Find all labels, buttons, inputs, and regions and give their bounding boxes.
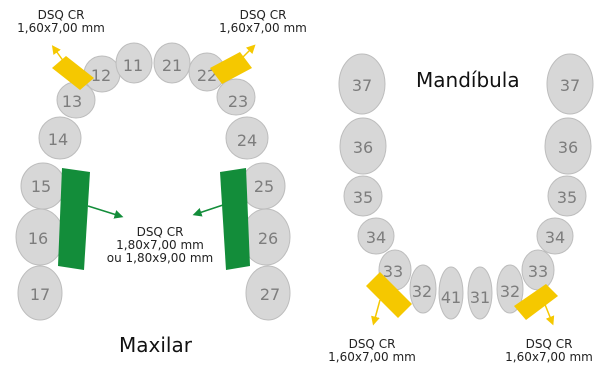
tooth-37: 37	[546, 53, 594, 115]
mandibula-title: Mandíbula	[416, 68, 520, 92]
mandibula-markers	[366, 272, 558, 326]
svg-text:36: 36	[558, 138, 578, 157]
tooth-27: 27	[245, 265, 291, 321]
tooth-21: 21	[153, 42, 191, 84]
tooth-25: 25	[240, 162, 286, 210]
yellow-marker-left	[52, 56, 94, 90]
svg-text:17: 17	[30, 285, 50, 304]
svg-text:31: 31	[470, 288, 490, 307]
arrow-bottom-right	[543, 301, 555, 326]
arrow-green-left	[87, 205, 124, 219]
svg-text:12: 12	[91, 66, 111, 85]
tooth-45: 35	[343, 175, 383, 217]
green-marker-left	[58, 168, 90, 270]
svg-text:32: 32	[412, 282, 432, 301]
label-line: DSQ CR	[37, 8, 85, 22]
label-line: DSQ CR	[136, 225, 184, 239]
maxilar-arch: 17 16 15 14 13 12 11 21 22 23 24 25 26 2…	[15, 42, 291, 321]
label-bottom-right: DSQ CR 1,60x7,00 mm	[494, 338, 604, 364]
svg-text:23: 23	[228, 92, 248, 111]
label-center: DSQ CR 1,80x7,00 mm ou 1,80x9,00 mm	[100, 226, 220, 265]
tooth-35: 35	[547, 175, 587, 217]
tooth-24: 24	[225, 116, 269, 160]
svg-text:34: 34	[545, 228, 565, 247]
svg-text:15: 15	[31, 177, 51, 196]
tooth-11: 11	[115, 42, 153, 84]
tooth-17: 17	[17, 265, 63, 321]
label-line: 1,60x7,00 mm	[328, 350, 416, 364]
tooth-46: 36	[339, 117, 387, 175]
label-line: DSQ CR	[525, 337, 573, 351]
svg-text:11: 11	[123, 56, 143, 75]
svg-text:33: 33	[528, 262, 548, 281]
tooth-31: 31	[467, 266, 493, 320]
label-line: 1,60x7,00 mm	[505, 350, 593, 364]
label-line: DSQ CR	[348, 337, 396, 351]
svg-text:36: 36	[353, 138, 373, 157]
tooth-16: 16	[15, 208, 65, 266]
tooth-47: 37	[338, 53, 386, 115]
tooth-33: 33	[521, 249, 555, 291]
arrow-green-right	[192, 203, 227, 217]
svg-text:34: 34	[366, 228, 386, 247]
svg-text:21: 21	[162, 56, 182, 75]
svg-text:26: 26	[258, 229, 278, 248]
label-line: 1,60x7,00 mm	[219, 21, 307, 35]
svg-text:37: 37	[352, 76, 372, 95]
maxilar-markers	[51, 44, 256, 270]
svg-text:25: 25	[254, 177, 274, 196]
svg-text:32: 32	[500, 282, 520, 301]
svg-text:27: 27	[260, 285, 280, 304]
label-line: DSQ CR	[239, 8, 287, 22]
tooth-15: 15	[20, 162, 66, 210]
svg-text:33: 33	[383, 262, 403, 281]
svg-text:13: 13	[62, 92, 82, 111]
arrow-top-right	[239, 44, 256, 61]
svg-text:41: 41	[441, 288, 461, 307]
label-line: 1,60x7,00 mm	[17, 21, 105, 35]
yellow-marker-bottom-right	[514, 284, 558, 320]
yellow-marker-bottom-left	[366, 272, 412, 318]
maxilar-title: Maxilar	[119, 333, 192, 357]
tooth-34: 34	[536, 217, 574, 255]
arrow-bottom-left	[371, 299, 381, 326]
svg-text:24: 24	[237, 131, 257, 150]
tooth-13: 13	[56, 81, 96, 119]
yellow-marker-right	[210, 52, 252, 84]
svg-text:16: 16	[28, 229, 48, 248]
green-marker-right	[220, 168, 250, 270]
mandibula-arch: 37 36 35 34 33 32 41 31 32 33 34 35 36 3…	[338, 53, 594, 320]
label-line: ou 1,80x9,00 mm	[106, 251, 214, 265]
tooth-32: 32	[496, 264, 524, 314]
tooth-12: 12	[83, 55, 121, 93]
svg-text:35: 35	[353, 188, 373, 207]
tooth-36: 36	[544, 117, 592, 175]
svg-text:37: 37	[560, 76, 580, 95]
tooth-41: 41	[438, 266, 464, 320]
label-top-left: DSQ CR 1,60x7,00 mm	[6, 9, 116, 35]
tooth-14: 14	[38, 116, 82, 160]
tooth-42: 32	[409, 264, 437, 314]
svg-text:35: 35	[557, 188, 577, 207]
label-top-right: DSQ CR 1,60x7,00 mm	[208, 9, 318, 35]
tooth-23: 23	[216, 78, 256, 116]
label-bottom-left: DSQ CR 1,60x7,00 mm	[317, 338, 427, 364]
arrow-top-left	[51, 45, 65, 63]
tooth-44: 34	[357, 217, 395, 255]
label-line: 1,80x7,00 mm	[116, 238, 204, 252]
svg-text:14: 14	[48, 130, 68, 149]
